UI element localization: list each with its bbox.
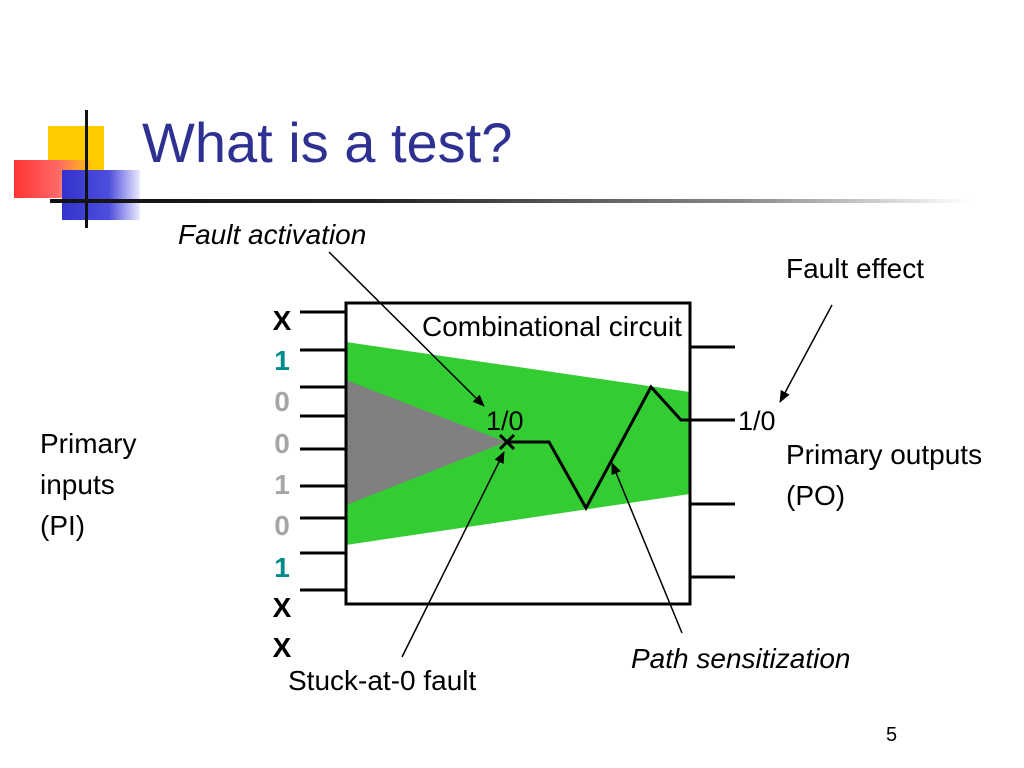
fault-effect-label: Fault effect: [786, 253, 925, 284]
input-value: 0: [274, 510, 290, 541]
fault-activation-label: Fault activation: [178, 219, 367, 250]
path-sensitization-label: Path sensitization: [631, 643, 851, 674]
input-value: X: [272, 592, 292, 623]
input-value: 1: [274, 469, 290, 500]
primary-outputs-label: Primary outputs: [786, 439, 983, 470]
combinational-circuit-label: Combinational circuit: [422, 311, 682, 342]
input-lines: [300, 310, 346, 592]
accent-blue-square: [62, 170, 140, 220]
path-sensitization-arrow: [611, 462, 683, 634]
activation-cone: [346, 380, 506, 505]
stuck-at-fault-arrow: [401, 451, 505, 658]
fault-activation-arrow: [328, 251, 485, 407]
output-value: 1/0: [738, 406, 776, 436]
fault-effect-arrow: [779, 304, 833, 403]
circuit-box: [344, 301, 692, 606]
sensitized-path: [506, 384, 690, 512]
fault-site-value: 1/0: [486, 406, 524, 436]
title-underline: [50, 199, 970, 203]
input-value: X: [272, 305, 292, 336]
input-value: 1: [274, 345, 290, 376]
stuck-at-fault-label: Stuck-at-0 fault: [288, 665, 477, 696]
input-value: X: [272, 632, 292, 663]
primary-inputs-label: Primary inputs (PI): [40, 428, 137, 541]
input-value: 0: [274, 386, 290, 417]
fault-site-cross: [498, 433, 516, 451]
accent-vertical-line: [85, 110, 88, 228]
slide-title: What is a test?: [142, 111, 513, 174]
input-value: 0: [274, 428, 290, 459]
primary-outputs-abbrev: (PO): [786, 480, 846, 511]
output-lines: [690, 345, 735, 579]
page-number: 5: [886, 724, 898, 746]
input-value: 1: [274, 552, 290, 583]
